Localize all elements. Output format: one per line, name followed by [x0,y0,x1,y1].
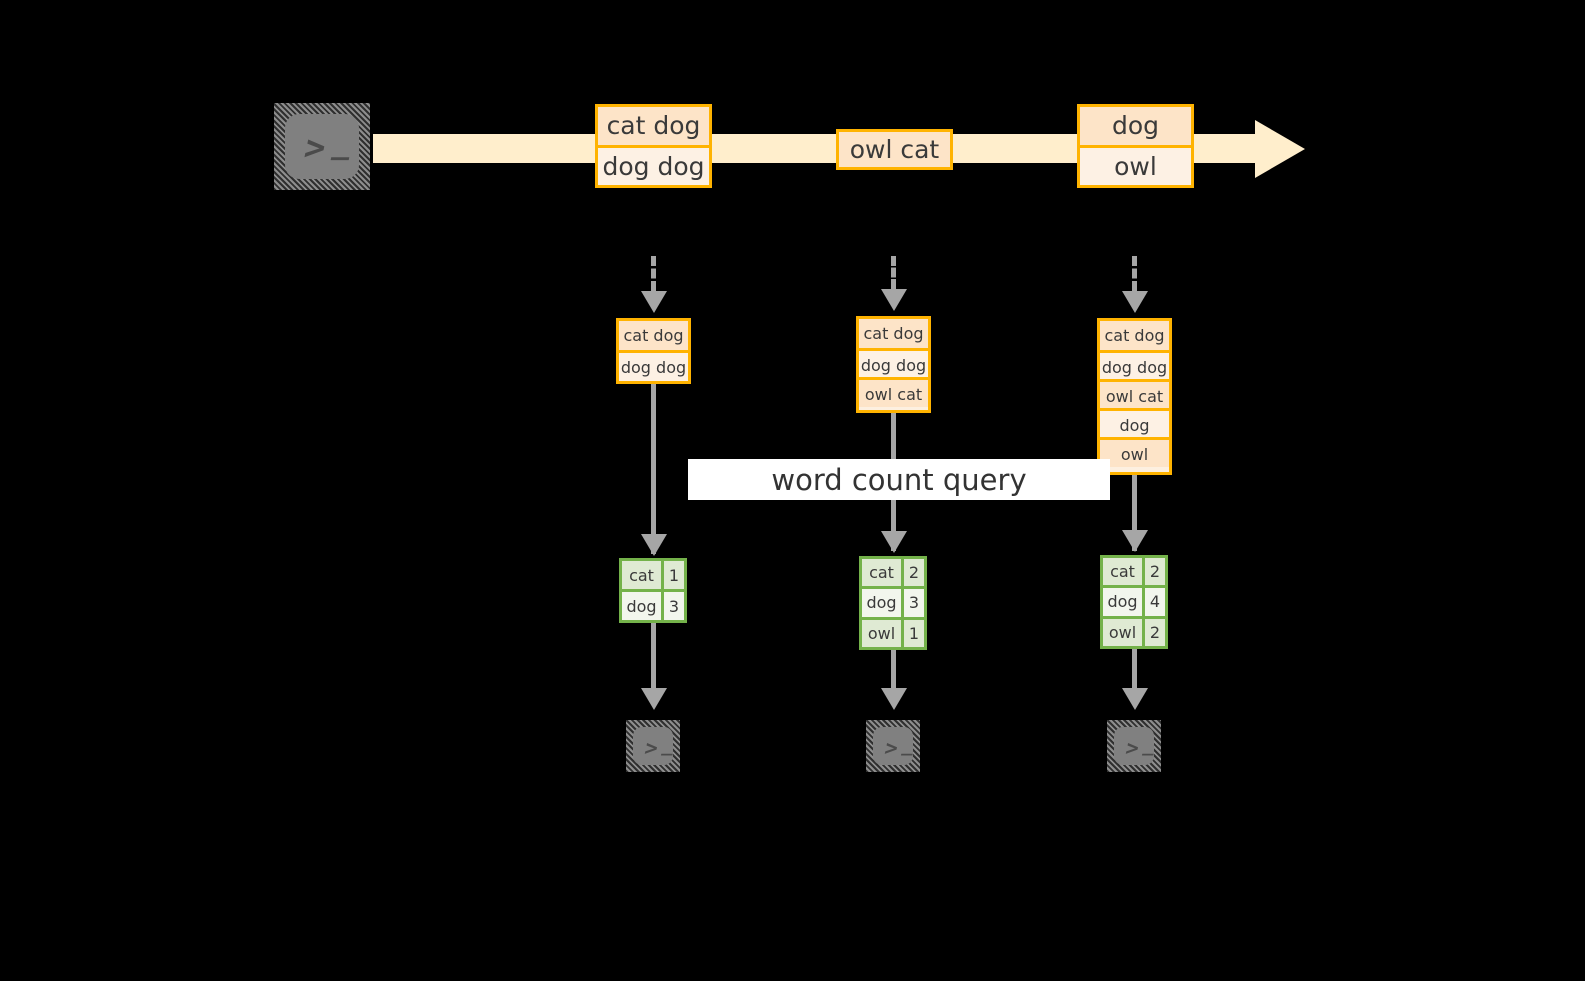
result-word: cat [862,559,905,587]
stream-group-3: dog owl [1077,104,1194,188]
batch-2-input-table: cat dog dog dog owl cat [856,316,931,413]
batch-3-result-table: cat 2 dog 4 owl 2 [1100,555,1168,649]
batch-2-sink-connector-arrowhead [881,688,907,710]
result-count: 4 [1145,588,1165,616]
stream-record: cat dog [598,107,709,145]
result-count: 2 [1145,618,1165,646]
batch-2-sink-connector [891,650,896,688]
input-row: cat dog [859,319,928,348]
batch-3-sink-connector [1132,649,1137,688]
batch-3-input-table: cat dog dog dog owl cat dog owl [1097,318,1172,475]
batch-2-sink-terminal-icon: > _ [858,712,928,780]
result-word: dog [862,589,905,617]
result-word: cat [622,561,665,589]
result-word: dog [622,592,665,620]
trigger-connector-arrowhead [881,289,907,311]
terminal-screen [1114,727,1154,765]
result-row: owl 1 [862,616,924,647]
stream-record: owl cat [839,132,950,167]
result-word: cat [1103,558,1146,586]
trigger-connector-dashed [651,256,656,291]
result-row: owl 2 [1103,615,1165,646]
terminal-screen [285,114,359,179]
terminal-screen [873,727,913,765]
query-label: word count query [688,459,1110,500]
result-count: 2 [904,559,924,587]
result-count: 3 [664,592,684,620]
input-row: owl cat [859,377,928,407]
result-count: 1 [664,561,684,589]
result-count: 1 [904,619,924,647]
trigger-connector-arrowhead [1122,291,1148,313]
batch-1-sink-terminal-icon: > _ [618,712,688,780]
stream-record: dog dog [598,145,709,185]
batch-3-query-connector [1132,475,1137,551]
result-row: cat 2 [1103,558,1165,586]
stream-group-1: cat dog dog dog [595,104,712,188]
input-row: dog dog [1100,350,1169,379]
batch-1-query-connector [651,384,656,554]
result-count: 3 [904,589,924,617]
batch-1-result-table: cat 1 dog 3 [619,558,687,623]
stream-group-2: owl cat [836,129,953,170]
batch-2-query-connector-arrowhead [881,531,907,553]
input-row: owl [1100,437,1169,467]
input-row: dog dog [619,350,688,381]
result-row: dog 3 [862,586,924,617]
result-count: 2 [1145,558,1165,586]
trigger-connector-dashed [1132,256,1137,291]
result-word: owl [1103,618,1146,646]
terminal-screen [633,727,673,765]
batch-2-result-table: cat 2 dog 3 owl 1 [859,556,927,650]
result-row: cat 1 [622,561,684,589]
batch-1-sink-connector-arrowhead [641,688,667,710]
result-word: dog [1103,588,1146,616]
input-row: cat dog [1100,321,1169,350]
stream-record: owl [1080,145,1191,185]
result-row: cat 2 [862,559,924,587]
result-word: owl [862,619,905,647]
result-row: dog 4 [1103,585,1165,616]
stream-record: dog [1080,107,1191,145]
batch-3-query-connector-arrowhead [1122,530,1148,552]
input-row: owl cat [1100,379,1169,408]
batch-1-input-table: cat dog dog dog [616,318,691,384]
source-terminal-icon: > _ [266,95,378,198]
batch-3-sink-terminal-icon: > _ [1099,712,1169,780]
batch-1-query-connector-arrowhead [641,534,667,556]
stream-arrow-head [1255,120,1305,178]
input-row: cat dog [619,321,688,350]
input-row: dog [1100,408,1169,437]
trigger-connector-arrowhead [641,291,667,313]
input-row: dog dog [859,348,928,377]
batch-1-sink-connector [651,623,656,688]
result-row: dog 3 [622,589,684,620]
trigger-connector-dashed [891,256,896,289]
batch-3-sink-connector-arrowhead [1122,688,1148,710]
